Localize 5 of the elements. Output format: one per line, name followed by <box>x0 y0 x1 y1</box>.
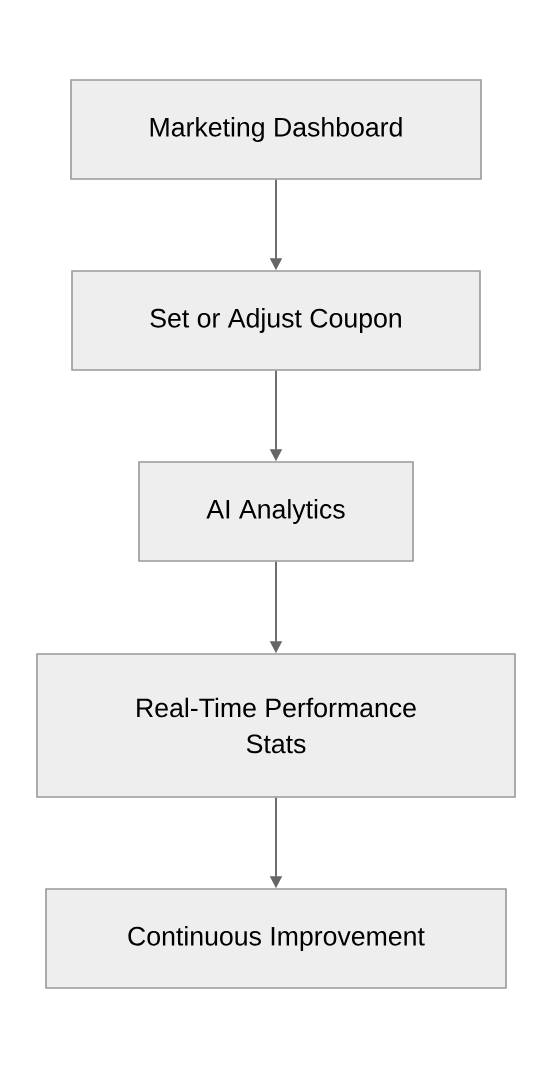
process-box: Continuous Improvement <box>45 888 507 989</box>
process-box: Set or Adjust Coupon <box>71 270 481 371</box>
process-box: Real-Time Performance Stats <box>36 653 516 798</box>
process-box: Marketing Dashboard <box>70 79 482 180</box>
process-box: AI Analytics <box>138 461 414 562</box>
